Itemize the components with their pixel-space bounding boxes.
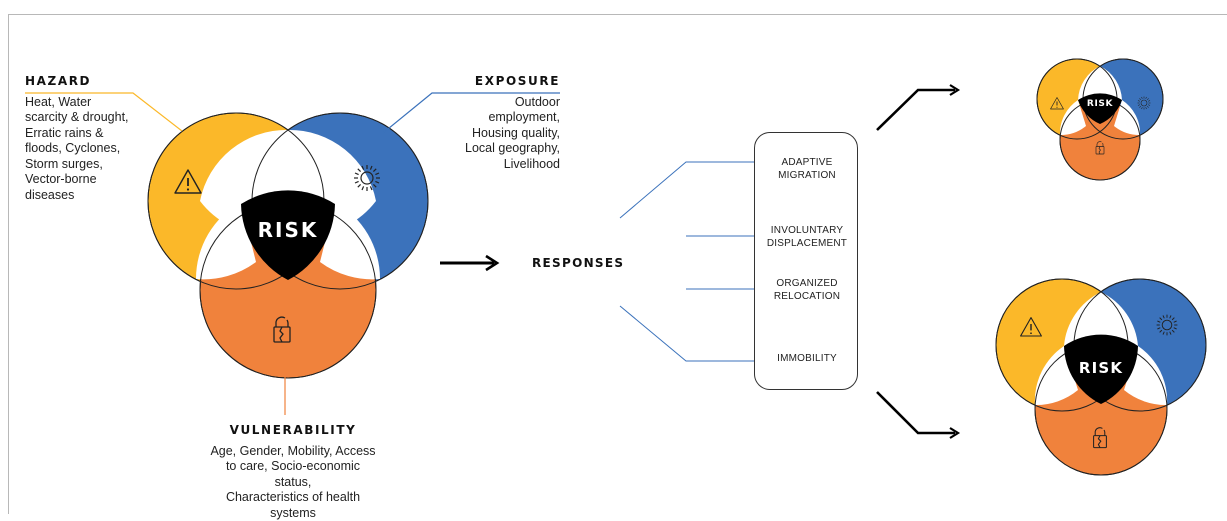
exposure-label-block: EXPOSURE Outdoor employment, Housing qua… <box>420 74 560 172</box>
upper-branch-arrow <box>877 90 955 130</box>
large-venn: RISK <box>148 113 428 378</box>
connector-adaptive <box>620 162 754 218</box>
exposure-description: Outdoor employment, Housing quality, Loc… <box>420 95 560 173</box>
option-organized-relocation: ORGANIZED RELOCATION <box>755 278 859 303</box>
responses-label: RESPONSES <box>532 256 624 270</box>
connector-immobility <box>620 306 754 361</box>
response-options-box: ADAPTIVE MIGRATION INVOLUNTARY DISPLACEM… <box>754 132 858 390</box>
hazard-description: Heat, Water scarcity & drought, Erratic … <box>25 95 175 204</box>
exposure-title: EXPOSURE <box>420 74 560 90</box>
option-adaptive-migration: ADAPTIVE MIGRATION <box>755 157 859 182</box>
risk-label: RISK <box>258 218 319 242</box>
option-immobility: IMMOBILITY <box>755 353 859 366</box>
small-venn: RISK <box>1037 59 1163 180</box>
right-risk-label: RISK <box>1079 359 1124 377</box>
response-connectors <box>620 162 754 361</box>
lower-branch-arrow <box>877 392 955 433</box>
right-venn: RISK <box>996 279 1206 475</box>
vulnerability-title: VULNERABILITY <box>208 423 378 439</box>
hazard-title: HAZARD <box>25 74 175 90</box>
vulnerability-label-block: VULNERABILITY Age, Gender, Mobility, Acc… <box>208 423 378 521</box>
small-risk-label: RISK <box>1087 99 1114 109</box>
hazard-label-block: HAZARD Heat, Water scarcity & drought, E… <box>25 74 175 203</box>
vulnerability-description: Age, Gender, Mobility, Access to care, S… <box>208 444 378 521</box>
option-involuntary-displacement: INVOLUNTARY DISPLACEMENT <box>755 225 859 250</box>
